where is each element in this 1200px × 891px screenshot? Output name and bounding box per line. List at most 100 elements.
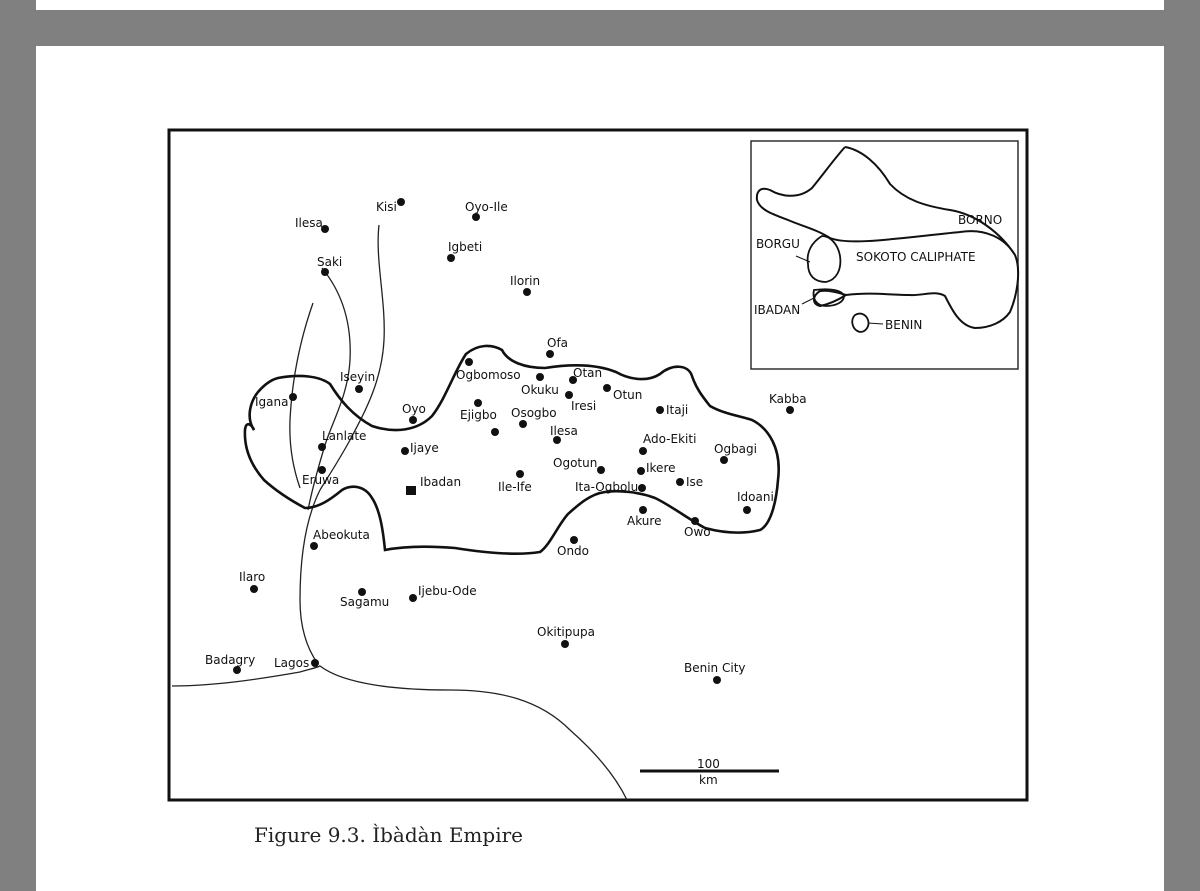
town-iresi: Iresi xyxy=(565,391,596,413)
town-kisi: Kisi xyxy=(376,198,405,214)
inset-label-borno: BORNO xyxy=(958,213,1002,227)
inset-label-sokoto: SOKOTO CALIPHATE xyxy=(856,250,976,264)
town-okuku: Okuku xyxy=(521,373,559,397)
svg-text:Oyo-Ile: Oyo-Ile xyxy=(465,200,508,214)
town-ogbagi: Ogbagi xyxy=(714,442,757,464)
inset-label-borgu: BORGU xyxy=(756,237,800,251)
svg-text:Ise: Ise xyxy=(686,475,703,489)
svg-text:Kisi: Kisi xyxy=(376,200,397,214)
town-otan: Otan xyxy=(569,366,602,384)
svg-text:Ogotun: Ogotun xyxy=(553,456,597,470)
svg-text:Ijebu-Ode: Ijebu-Ode xyxy=(418,584,477,598)
inset-benin xyxy=(851,312,870,333)
towns: Ilesa Kisi Oyo-Ile Igbeti Saki Ilorin Of… xyxy=(205,198,807,684)
town-igbeti: Igbeti xyxy=(447,240,482,262)
svg-text:Ile-Ife: Ile-Ife xyxy=(498,480,532,494)
rivers xyxy=(171,224,628,801)
svg-text:Ejigbo: Ejigbo xyxy=(460,408,497,422)
previous-page-edge xyxy=(36,0,1164,10)
svg-text:Badagry: Badagry xyxy=(205,653,255,667)
town-abeokuta: Abeokuta xyxy=(310,528,370,550)
svg-text:Ofa: Ofa xyxy=(547,336,568,350)
svg-text:Igbeti: Igbeti xyxy=(448,240,482,254)
svg-text:Kabba: Kabba xyxy=(769,392,807,406)
svg-text:Lagos: Lagos xyxy=(274,656,309,670)
town-ogbomoso: Ogbomoso xyxy=(456,358,521,382)
town-ikere: Ikere xyxy=(637,461,676,475)
town-kabba: Kabba xyxy=(769,392,807,414)
town-ilaro: Ilaro xyxy=(239,570,265,593)
svg-text:Okitipupa: Okitipupa xyxy=(537,625,595,639)
town-igana: Igana xyxy=(255,393,297,409)
empire-boundary xyxy=(243,344,780,555)
svg-text:Ilorin: Ilorin xyxy=(510,274,540,288)
river-west xyxy=(289,302,314,489)
town-akure: Akure xyxy=(627,506,661,528)
town-otun: Otun xyxy=(603,384,642,402)
inset-ibadan xyxy=(812,288,845,307)
river-ogun xyxy=(299,489,321,665)
scale-bar: 100 km xyxy=(640,757,779,787)
svg-text:Otun: Otun xyxy=(613,388,642,402)
svg-text:Igana: Igana xyxy=(255,395,288,409)
svg-text:Ilesa: Ilesa xyxy=(550,424,578,438)
inset-borgu xyxy=(806,235,842,283)
town-ita-ogbolu: Ita-Ogbolu xyxy=(575,480,646,494)
town-eruwa: Eruwa xyxy=(302,466,339,487)
svg-text:Iresi: Iresi xyxy=(571,399,596,413)
town-saki: Saki xyxy=(317,255,342,276)
svg-text:Benin City: Benin City xyxy=(684,661,746,675)
town-ijaye: Ijaye xyxy=(401,441,439,455)
svg-text:Itaji: Itaji xyxy=(666,403,688,417)
town-osogbo: Osogbo xyxy=(511,406,557,428)
svg-text:Abeokuta: Abeokuta xyxy=(313,528,370,542)
svg-text:Otan: Otan xyxy=(573,366,602,380)
town-ile-ife: Ile-Ife xyxy=(498,470,532,494)
svg-text:Osogbo: Osogbo xyxy=(511,406,557,420)
town-osogbo-east xyxy=(491,428,499,436)
inset-sokoto-caliphate xyxy=(755,146,1020,330)
town-lanlate: Lanlate xyxy=(318,429,366,451)
town-ondo: Ondo xyxy=(557,536,589,558)
svg-text:Ado-Ekiti: Ado-Ekiti xyxy=(643,432,696,446)
town-owo: Owo xyxy=(684,517,711,539)
town-badagry: Badagry xyxy=(205,653,255,674)
svg-text:Lanlate: Lanlate xyxy=(322,429,366,443)
svg-text:Eruwa: Eruwa xyxy=(302,473,339,487)
svg-text:Ita-Ogbolu: Ita-Ogbolu xyxy=(575,480,638,494)
svg-text:Okuku: Okuku xyxy=(521,383,559,397)
town-okitipupa: Okitipupa xyxy=(537,625,595,648)
inset-label-ibadan: IBADAN xyxy=(754,303,800,317)
town-sagamu: Sagamu xyxy=(340,588,389,609)
town-oyo-ile: Oyo-Ile xyxy=(465,200,508,221)
svg-text:Saki: Saki xyxy=(317,255,342,269)
town-lagos: Lagos xyxy=(274,656,319,670)
town-ilesa-north: Ilesa xyxy=(295,216,329,233)
town-idoani: Idoani xyxy=(737,490,774,514)
svg-text:km: km xyxy=(699,773,718,787)
town-iseyin: Iseyin xyxy=(340,370,375,393)
coastline xyxy=(171,665,628,801)
river-kisi xyxy=(319,224,385,491)
inset-frame xyxy=(750,140,1019,370)
inset-label-benin: BENIN xyxy=(885,318,922,332)
town-ilesa: Ilesa xyxy=(550,424,578,444)
figure-caption: Figure 9.3. Ìbàdàn Empire xyxy=(254,823,523,847)
town-ogotun: Ogotun xyxy=(553,456,605,474)
svg-text:Akure: Akure xyxy=(627,514,661,528)
town-ofa: Ofa xyxy=(546,336,568,358)
svg-text:Oyo: Oyo xyxy=(402,402,426,416)
svg-text:Ondo: Ondo xyxy=(557,544,589,558)
town-ise: Ise xyxy=(676,475,703,489)
svg-text:Iseyin: Iseyin xyxy=(340,370,375,384)
town-itaji: Itaji xyxy=(656,403,688,417)
svg-text:Ilesa: Ilesa xyxy=(295,216,323,230)
town-ibadan: Ibadan xyxy=(406,475,461,495)
inset-map: BORNO BORGU SOKOTO CALIPHATE IBADAN BENI… xyxy=(750,140,1020,370)
town-ijebu-ode: Ijebu-Ode xyxy=(409,584,477,602)
town-ado-ekiti: Ado-Ekiti xyxy=(639,432,696,455)
svg-text:Ikere: Ikere xyxy=(646,461,676,475)
river-saki xyxy=(307,267,351,511)
svg-text:Owo: Owo xyxy=(684,525,711,539)
